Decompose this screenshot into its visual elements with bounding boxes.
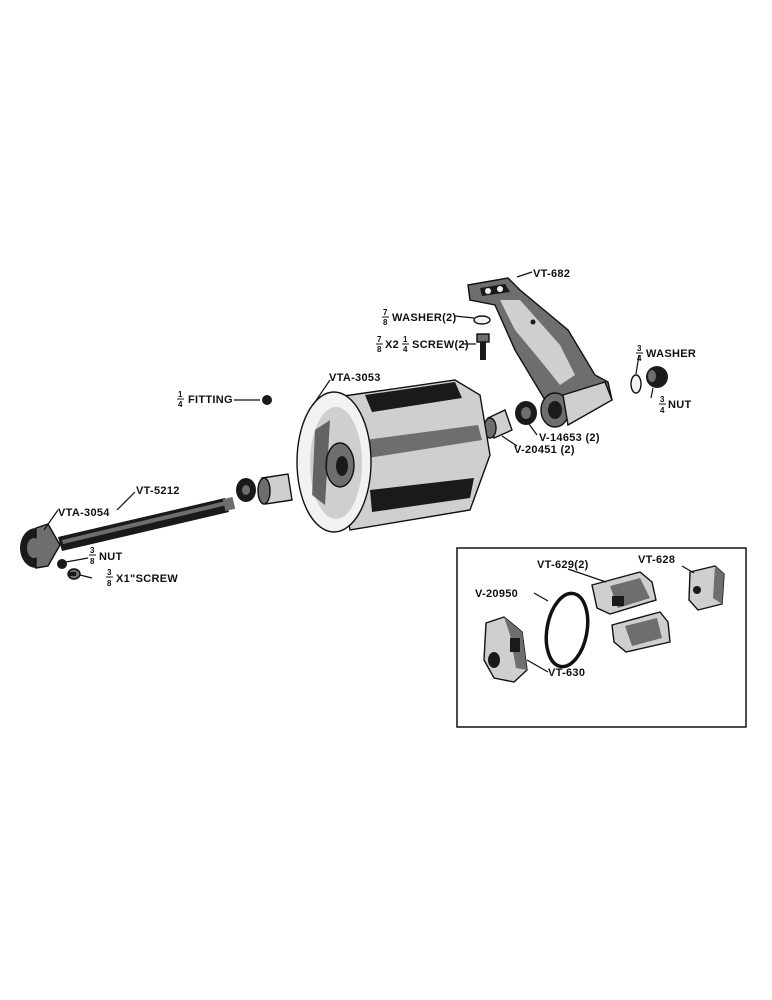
svg-text:3: 3 <box>660 395 665 404</box>
label-vta3054: VTA-3054 <box>58 507 110 519</box>
arm-vt682 <box>467 277 613 428</box>
svg-text:NUT: NUT <box>668 399 692 411</box>
svg-text:4: 4 <box>660 406 665 415</box>
svg-text:X2: X2 <box>385 339 399 351</box>
svg-text:7: 7 <box>377 335 382 344</box>
block-vt630 <box>483 616 528 683</box>
svg-text:X1"SCREW: X1"SCREW <box>116 573 178 585</box>
svg-text:WASHER(2): WASHER(2) <box>392 312 456 324</box>
bushing-v14653 <box>515 401 537 425</box>
washer-34 <box>630 374 642 394</box>
clip-vt629-lower <box>611 611 671 653</box>
fitting-14 <box>262 395 272 405</box>
oring-v20950 <box>544 591 590 669</box>
svg-text:1: 1 <box>178 390 183 399</box>
label-vta3053: VTA-3053 <box>329 372 381 384</box>
svg-text:4: 4 <box>403 345 408 354</box>
label-vt682: VT-682 <box>533 268 570 280</box>
svg-text:1: 1 <box>403 335 408 344</box>
svg-text:3: 3 <box>90 546 95 555</box>
clip-vt629-upper <box>591 571 657 615</box>
washer-78 <box>473 315 491 325</box>
screw-38 <box>67 568 81 580</box>
label-v20451: V-20451 (2) <box>514 444 575 456</box>
svg-text:8: 8 <box>107 579 112 588</box>
label-v20950: V-20950 <box>475 588 518 600</box>
bushing-v20451 <box>483 409 513 439</box>
svg-text:3: 3 <box>107 568 112 577</box>
nut-34 <box>646 366 668 388</box>
label-washer-34: 3 4 WASHER <box>636 344 696 363</box>
block-vt628 <box>688 565 725 611</box>
label-vt628: VT-628 <box>638 554 675 566</box>
nut-38 <box>57 559 67 569</box>
svg-text:NUT: NUT <box>99 551 123 563</box>
label-v14653: V-14653 (2) <box>539 432 600 444</box>
label-screw-78: 7 8 X2 1 4 SCREW(2) <box>376 335 469 354</box>
svg-text:4: 4 <box>637 354 642 363</box>
label-screw-38: 3 8 X1"SCREW <box>106 568 178 588</box>
label-vt5212: VT-5212 <box>136 485 180 497</box>
svg-text:8: 8 <box>90 557 95 566</box>
svg-text:FITTING: FITTING <box>188 394 233 406</box>
label-vt630: VT-630 <box>548 667 585 679</box>
label-vt629: VT-629(2) <box>537 559 589 571</box>
label-washer-78: 7 8 WASHER(2) <box>382 308 456 327</box>
inset-frame <box>456 547 747 728</box>
label-nut-38: 3 8 NUT <box>89 546 123 566</box>
svg-text:SCREW(2): SCREW(2) <box>412 339 469 351</box>
screw-78 <box>476 333 490 360</box>
svg-text:3: 3 <box>637 344 642 353</box>
drum-vta3053 <box>296 379 491 533</box>
svg-text:4: 4 <box>178 400 183 409</box>
bearing-left-1 <box>236 478 256 502</box>
svg-text:8: 8 <box>377 345 382 354</box>
label-fitting-14: 1 4 FITTING <box>177 390 233 409</box>
label-nut-34: 3 4 NUT <box>659 395 692 415</box>
svg-text:7: 7 <box>383 308 388 317</box>
shaft-vt5212 <box>58 497 236 551</box>
svg-text:WASHER: WASHER <box>646 348 696 360</box>
hub-vta3054 <box>20 523 61 569</box>
bearing-left-2 <box>257 473 293 505</box>
svg-text:8: 8 <box>383 318 388 327</box>
